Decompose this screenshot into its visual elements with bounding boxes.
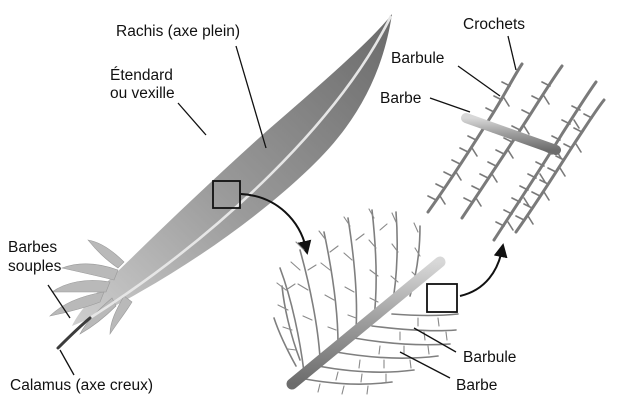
label-barb-bottom: Barbe bbox=[456, 377, 497, 394]
leader-rachis bbox=[236, 46, 266, 148]
leader-hooks bbox=[508, 36, 516, 70]
leader-barb-bottom bbox=[400, 352, 450, 378]
label-barb-top: Barbe bbox=[380, 90, 421, 107]
leader-barbule-top bbox=[458, 66, 500, 96]
label-vane-line2: ou vexille bbox=[110, 85, 175, 102]
leader-vane bbox=[178, 103, 206, 135]
label-soft-barbs-line1: Barbes bbox=[8, 239, 57, 256]
label-calamus: Calamus (axe creux) bbox=[10, 377, 153, 394]
leader-barbule-bottom bbox=[414, 328, 456, 352]
label-vane-line1: Étendard bbox=[110, 67, 173, 84]
label-hooks: Crochets bbox=[463, 16, 525, 33]
label-rachis: Rachis (axe plein) bbox=[116, 23, 240, 40]
label-barbule-bottom: Barbule bbox=[463, 349, 516, 366]
barbule-detail-barbules bbox=[428, 64, 604, 240]
zoom-arrow-2 bbox=[460, 250, 502, 296]
zoom-box-barb bbox=[427, 284, 457, 312]
label-barbule-top: Barbule bbox=[391, 50, 444, 67]
leader-calamus bbox=[60, 350, 74, 375]
label-soft-barbs-line2: souples bbox=[8, 258, 62, 275]
feather-vane bbox=[72, 14, 392, 326]
barbule-detail bbox=[428, 64, 604, 240]
leader-barb-top bbox=[430, 98, 470, 112]
